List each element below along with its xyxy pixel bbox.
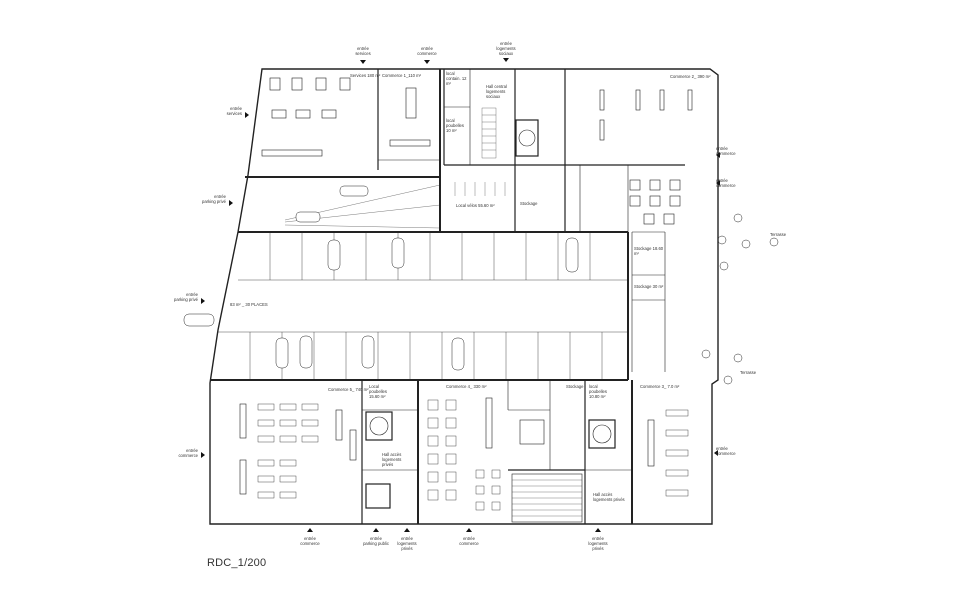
- room-label-services: Services 180 m²: [350, 73, 381, 78]
- entry-label-parking-public-south: entrée parking public: [363, 536, 389, 546]
- entry-label-commerce-west: entrée commerce: [178, 448, 198, 458]
- room-label-parking: 83 m² _ 30 PLACES: [230, 302, 268, 307]
- entry-label-parking-public-west: entrée parking privé: [174, 292, 198, 302]
- room-label-local-poubelles-sw: Local poubelles 15.60 m²: [369, 384, 387, 399]
- entry-label-logements-south-1: entrée logements privés: [397, 536, 417, 551]
- entry-label-services-west: entrée services: [226, 106, 242, 116]
- room-label-stockage-mid: Stockage: [566, 384, 584, 389]
- entry-label-parking-west: entrée parking privé: [202, 194, 226, 204]
- room-label-stockage-north: Stockage: [520, 201, 538, 206]
- terrace-label-2: Terrasse: [740, 370, 757, 375]
- room-label-commerce-3: Commerce 3_ 7.0 m²: [640, 384, 680, 389]
- room-label-local-conteneurs: local contain. 12 m²: [446, 71, 467, 86]
- entry-label-logements-south-2: entrée logements privés: [588, 536, 608, 551]
- entry-label-commerce-south-2: entrée commerce: [459, 536, 479, 546]
- entry-label-commerce-north: entrée commerce: [417, 46, 437, 56]
- room-label-commerce-2: Commerce 2_ 390 m²: [670, 74, 711, 79]
- room-label-local-poubelles-north: local poubelles 10 m²: [446, 118, 464, 133]
- room-label-hall-central: Hall central logements sociaux: [486, 84, 507, 99]
- room-label-commerce-5: Commerce 5_ 740 m²: [328, 387, 369, 392]
- entry-label-commerce-east-1: entrée commerce: [716, 146, 736, 156]
- terrace-label-1: Terrasse: [770, 232, 787, 237]
- room-label-stockage-east-2: Stockage 30 m²: [634, 284, 664, 289]
- entry-label-commerce-east-3: entrée commerce: [716, 446, 736, 456]
- entry-label-commerce-south-1: entrée commerce: [300, 536, 320, 546]
- room-label-commerce-1: Commerce 1_110 m²: [382, 73, 422, 78]
- room-label-hall-sw: Hall accès logements privés: [382, 452, 402, 467]
- entry-label-commerce-east-2: entrée commerce: [716, 178, 736, 188]
- outer-wall: [209, 68, 719, 525]
- room-label-hall-se: Hall accès logements privés: [593, 492, 625, 502]
- room-label-commerce-4: Commerce 4_ 330 m²: [446, 384, 487, 389]
- entry-label-logements-north: entrée logements sociaux: [496, 41, 516, 56]
- entry-label-services-north: entrée services: [355, 46, 371, 56]
- room-label-local-poubelles-se: local poubelles 10.80 m²: [589, 384, 607, 399]
- room-label-local-velos: Local vélos 55.60 m²: [456, 203, 495, 208]
- plan-caption: RDC_1/200: [207, 557, 267, 569]
- room-label-stockage-east-1: Stockage 18.60 m²: [634, 246, 664, 256]
